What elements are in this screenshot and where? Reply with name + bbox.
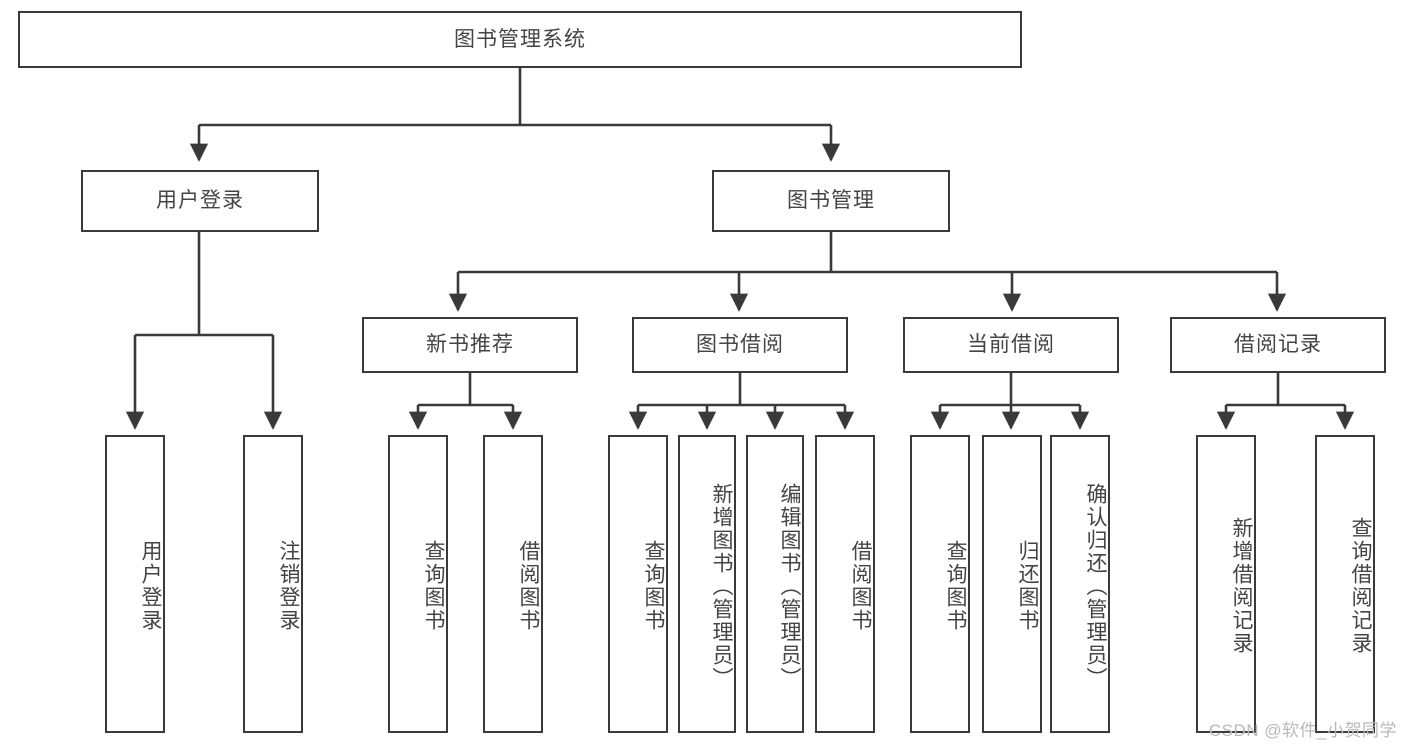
node-label: 归还图书 [1016, 540, 1039, 632]
node-label: 用户登录 [139, 540, 162, 632]
node-label: 借阅图书 [849, 540, 872, 632]
node-label: 借阅记录 [1234, 333, 1322, 357]
node-label: 新增图书（管理员） [710, 482, 733, 690]
node-label: 查询图书 [422, 540, 445, 632]
watermark-text: CSDN @软件_小贺同学 [1208, 721, 1397, 740]
node-borrow-record[interactable]: 借阅记录 [1170, 317, 1386, 373]
leaf-user-login-logout[interactable]: 注销登录 [243, 435, 303, 733]
leaf-current-borrow-confirm-return-admin[interactable]: 确认归还（管理员） [1050, 435, 1110, 733]
leaf-book-borrow-add-book-admin[interactable]: 新增图书（管理员） [678, 435, 736, 733]
leaf-current-borrow-return-book[interactable]: 归还图书 [982, 435, 1042, 733]
leaf-user-login-login[interactable]: 用户登录 [105, 435, 165, 733]
node-user-login[interactable]: 用户登录 [81, 170, 319, 232]
leaf-borrow-record-query-record[interactable]: 查询借阅记录 [1315, 435, 1375, 733]
leaf-book-borrow-edit-book-admin[interactable]: 编辑图书（管理员） [746, 435, 804, 733]
leaf-new-book-query-book[interactable]: 查询图书 [388, 435, 448, 733]
node-label: 借阅图书 [517, 540, 540, 632]
node-label: 编辑图书（管理员） [778, 482, 801, 690]
leaf-new-book-borrow-book[interactable]: 借阅图书 [483, 435, 543, 733]
node-root-book-management-system[interactable]: 图书管理系统 [18, 11, 1022, 68]
node-label: 查询借阅记录 [1349, 517, 1372, 655]
leaf-borrow-record-add-record[interactable]: 新增借阅记录 [1196, 435, 1256, 733]
node-label: 查询图书 [944, 540, 967, 632]
node-label: 图书借阅 [696, 333, 784, 357]
node-book-management[interactable]: 图书管理 [712, 170, 950, 232]
node-label: 注销登录 [277, 540, 300, 632]
node-book-borrow[interactable]: 图书借阅 [632, 317, 848, 373]
leaf-current-borrow-query-book[interactable]: 查询图书 [910, 435, 970, 733]
node-current-borrow[interactable]: 当前借阅 [903, 317, 1119, 373]
node-label: 图书管理系统 [454, 27, 586, 51]
node-label: 新书推荐 [426, 333, 514, 357]
leaf-book-borrow-query-book[interactable]: 查询图书 [608, 435, 668, 733]
node-label: 用户登录 [156, 189, 244, 213]
leaf-book-borrow-borrow-book[interactable]: 借阅图书 [815, 435, 875, 733]
node-label: 确认归还（管理员） [1084, 482, 1107, 690]
node-label: 当前借阅 [967, 333, 1055, 357]
node-label: 图书管理 [787, 189, 875, 213]
node-label: 新增借阅记录 [1230, 517, 1253, 655]
node-label: 查询图书 [642, 540, 665, 632]
node-new-book-recommend[interactable]: 新书推荐 [362, 317, 578, 373]
